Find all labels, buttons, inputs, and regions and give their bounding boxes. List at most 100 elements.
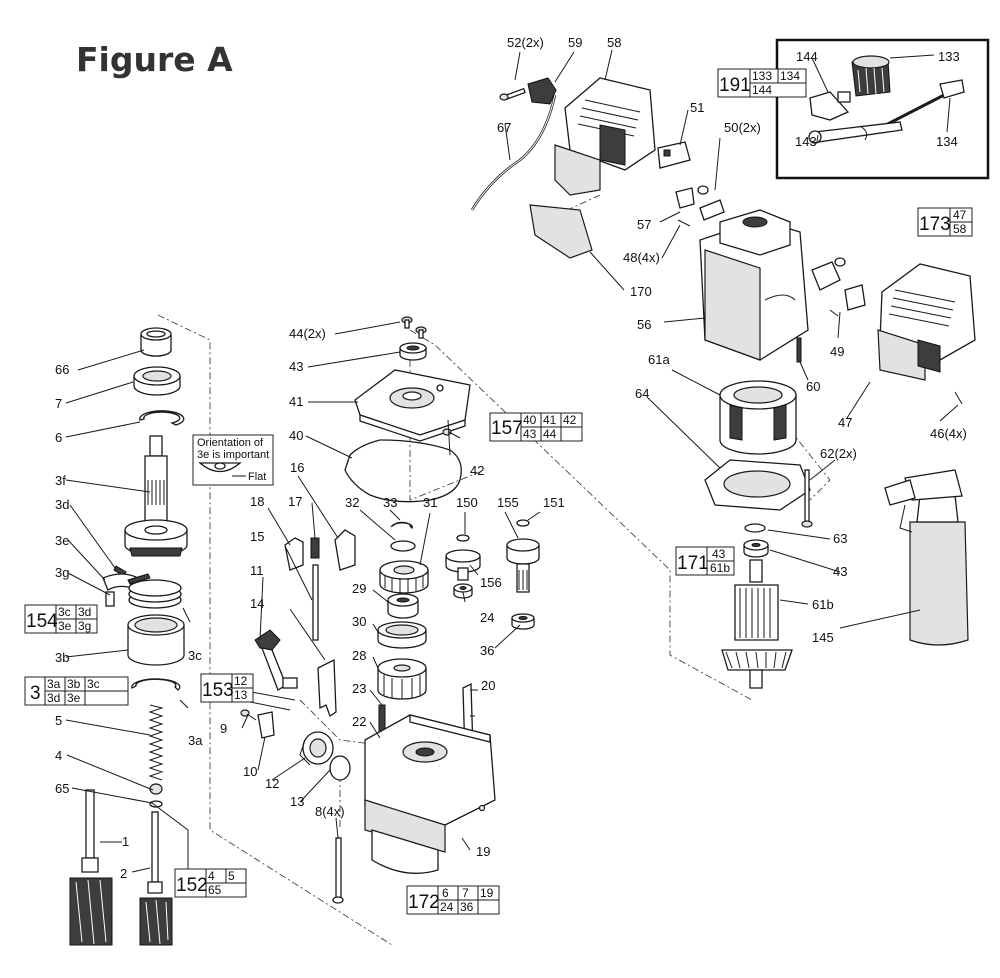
label-63: 63 bbox=[833, 531, 847, 546]
label-57: 57 bbox=[637, 217, 651, 232]
part-3g-pin bbox=[105, 591, 115, 607]
label-52: 52(2x) bbox=[507, 35, 544, 50]
part-46-screws bbox=[954, 391, 963, 405]
kit-154-item: 3d bbox=[78, 605, 91, 619]
part-24-bearing bbox=[453, 583, 473, 599]
label-60: 60 bbox=[806, 379, 820, 394]
label-42: 42 bbox=[470, 463, 484, 478]
kit-172-item: 6 bbox=[442, 886, 449, 900]
kit-191-number: 191 bbox=[719, 75, 751, 96]
label-5: 5 bbox=[55, 713, 62, 728]
part-144-adapter bbox=[809, 91, 851, 121]
kit-153-item: 12 bbox=[234, 674, 248, 688]
part-29-gear bbox=[387, 593, 419, 619]
part-155-gear bbox=[506, 538, 540, 593]
kit-153-item: 13 bbox=[234, 688, 248, 702]
label-155: 155 bbox=[497, 495, 519, 510]
part-62-screws bbox=[801, 469, 813, 528]
label-61b: 61b bbox=[812, 597, 834, 612]
part-61a-field bbox=[719, 380, 797, 455]
label-24: 24 bbox=[480, 610, 494, 625]
part-48-screws bbox=[677, 219, 691, 227]
part-59-clamp bbox=[527, 77, 557, 105]
label-17: 17 bbox=[288, 494, 302, 509]
label-44: 44(2x) bbox=[289, 326, 326, 341]
label-15: 15 bbox=[250, 529, 264, 544]
part-33-clip bbox=[390, 521, 413, 530]
label-31: 31 bbox=[423, 495, 437, 510]
part-36-bearing bbox=[511, 613, 535, 630]
label-50: 50(2x) bbox=[724, 120, 761, 135]
label-41: 41 bbox=[289, 394, 303, 409]
part-151-washer bbox=[516, 519, 530, 527]
note-line2: 3e is important bbox=[197, 449, 269, 461]
label-43: 43 bbox=[289, 359, 303, 374]
kit-3: 3 3a 3b 3c 3d 3e bbox=[24, 676, 129, 706]
label-7: 7 bbox=[55, 396, 62, 411]
kit-191: 191 133 134 144 bbox=[717, 68, 807, 98]
label-29: 29 bbox=[352, 581, 366, 596]
label-58: 58 bbox=[607, 35, 621, 50]
part-150-washer bbox=[456, 534, 470, 542]
part-43-armature-bearing bbox=[743, 539, 769, 558]
label-59: 59 bbox=[568, 35, 582, 50]
note-line3: Flat bbox=[248, 471, 266, 483]
kit-152-number: 152 bbox=[176, 875, 208, 896]
part-64-baffle bbox=[704, 459, 811, 511]
part-52-screws bbox=[499, 87, 526, 101]
part-50-brushes bbox=[697, 185, 725, 221]
kit-171-item: 43 bbox=[712, 547, 726, 561]
kit-153-number: 153 bbox=[202, 680, 234, 701]
label-47: 47 bbox=[838, 415, 852, 430]
part-133-chuck bbox=[851, 55, 891, 97]
kit-153: 153 12 13 bbox=[200, 673, 254, 703]
label-22: 22 bbox=[352, 714, 366, 729]
label-20: 20 bbox=[481, 678, 495, 693]
kit-157-item: 43 bbox=[523, 427, 537, 441]
label-43b: 43 bbox=[833, 564, 847, 579]
kit-173-number: 173 bbox=[919, 214, 951, 235]
label-51: 51 bbox=[690, 100, 704, 115]
kit-173-item: 47 bbox=[953, 208, 967, 222]
kit-172-item: 24 bbox=[440, 900, 454, 914]
kit-154-item: 3e bbox=[58, 619, 72, 633]
kit-191-item: 134 bbox=[780, 69, 800, 83]
label-33: 33 bbox=[383, 495, 397, 510]
part-28-gear bbox=[377, 658, 427, 700]
part-145-spray-bottle bbox=[884, 469, 969, 646]
part-6-retaining-ring bbox=[139, 410, 185, 426]
label-2: 2 bbox=[120, 866, 127, 881]
label-19: 19 bbox=[476, 844, 490, 859]
label-67: 67 bbox=[497, 120, 511, 135]
label-49: 49 bbox=[830, 344, 844, 359]
spindle-assembly bbox=[69, 327, 188, 946]
label-151: 151 bbox=[543, 495, 565, 510]
part-11-lever bbox=[254, 629, 298, 691]
label-3a: 3a bbox=[188, 733, 203, 748]
kit-171-item: 61b bbox=[710, 561, 730, 575]
part-44-screws bbox=[401, 316, 427, 339]
part-170-cover bbox=[529, 204, 593, 259]
kit-152-item: 4 bbox=[208, 869, 215, 883]
label-16: 16 bbox=[290, 460, 304, 475]
part-9-screw bbox=[240, 709, 257, 721]
label-8: 8(4x) bbox=[315, 804, 345, 819]
kit-157-item: 40 bbox=[523, 413, 537, 427]
kit-154-item: 3c bbox=[58, 605, 71, 619]
part-134-key bbox=[879, 79, 965, 130]
label-145: 145 bbox=[812, 630, 834, 645]
label-18: 18 bbox=[250, 494, 264, 509]
label-61a: 61a bbox=[648, 352, 670, 367]
kit-3-item: 3b bbox=[67, 677, 81, 691]
label-62: 62(2x) bbox=[820, 446, 857, 461]
kit-172-number: 172 bbox=[408, 892, 440, 913]
part-3f-spindle bbox=[124, 435, 188, 557]
label-9: 9 bbox=[220, 721, 227, 736]
label-30: 30 bbox=[352, 614, 366, 629]
kit-157-number: 157 bbox=[491, 418, 523, 439]
part-49-switch-parts bbox=[811, 257, 866, 317]
part-65-washer bbox=[149, 800, 163, 808]
label-134: 134 bbox=[936, 134, 958, 149]
kit-157-item: 42 bbox=[563, 413, 577, 427]
part-7-bearing bbox=[133, 366, 181, 396]
